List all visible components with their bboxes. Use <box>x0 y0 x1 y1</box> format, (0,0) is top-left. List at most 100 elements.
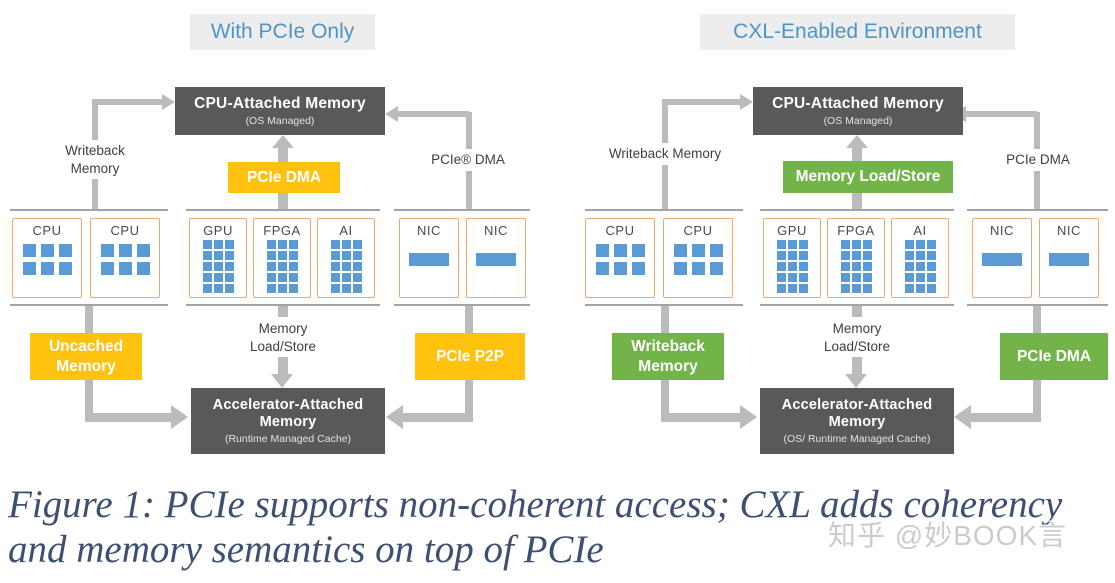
arrow-down-icon <box>271 374 293 388</box>
device-box-ai: AI <box>891 218 949 298</box>
arrow-left-icon <box>385 106 398 122</box>
device-box-fpga: FPGA <box>827 218 885 298</box>
device-label: CPU <box>110 223 140 238</box>
pcie-dma-tag: PCIe DMA <box>1000 333 1108 380</box>
accelerator-memory-title: Accelerator-Attached Memory <box>781 397 933 430</box>
device-label: GPU <box>203 223 233 238</box>
nic-port-icon <box>1049 253 1089 266</box>
device-label: AI <box>913 223 927 238</box>
cxl-diagram-title: CXL-Enabled Environment <box>700 14 1015 50</box>
device-label: AI <box>339 223 353 238</box>
arrow-up-icon <box>272 135 294 148</box>
device-label: GPU <box>777 223 807 238</box>
arrow-left-icon <box>954 405 971 429</box>
bus-rail <box>394 304 530 306</box>
pcie-diagram-title: With PCIe Only <box>190 14 375 50</box>
nic-port-icon <box>982 253 1022 266</box>
flow-stub-loadstore <box>852 306 862 317</box>
writeback-memory-label: Writeback Memory <box>595 143 735 165</box>
arrow-right-icon <box>171 405 188 429</box>
device-box-nic: NIC <box>972 218 1032 298</box>
chip-cores-icon <box>776 240 808 293</box>
device-box-ai: AI <box>317 218 375 298</box>
bus-rail <box>10 209 168 211</box>
device-box-nic: NIC <box>1039 218 1099 298</box>
device-label: NIC <box>484 223 508 238</box>
bus-rail <box>585 304 743 306</box>
bus-rail <box>760 304 954 306</box>
device-box-cpu: CPU <box>90 218 160 298</box>
cpu-attached-memory-box: CPU-Attached Memory (OS Managed) <box>753 87 963 135</box>
arrow-left-icon <box>386 405 403 429</box>
cpu-cores-icon <box>595 244 645 275</box>
flow-line-p2p-elbow <box>403 413 473 422</box>
cpu-attached-memory-subtitle: (OS Managed) <box>245 114 315 127</box>
cpu-cores-icon <box>22 244 72 275</box>
device-label: FPGA <box>263 223 301 238</box>
device-label: NIC <box>1057 223 1081 238</box>
flow-stub-loadstore <box>278 306 288 317</box>
device-box-cpu: CPU <box>585 218 655 298</box>
device-box-nic: NIC <box>399 218 459 298</box>
accelerator-memory-subtitle: (OS/ Runtime Managed Cache) <box>783 432 931 445</box>
arrow-right-icon <box>162 94 175 110</box>
cpu-attached-memory-box: CPU-Attached Memory (OS Managed) <box>175 87 385 135</box>
flow-line-loadstore-down <box>852 356 862 374</box>
watermark: 知乎 @妙BOOK言 <box>828 520 1068 551</box>
device-box-cpu: CPU <box>663 218 733 298</box>
accelerator-memory-box: Accelerator-Attached Memory (Runtime Man… <box>191 388 385 454</box>
figure-caption: Figure 1: PCIe supports non-coherent acc… <box>8 482 1062 572</box>
chip-cores-icon <box>202 240 234 293</box>
flow-line-loadstore-down <box>278 356 288 374</box>
pcie-dma-tag: PCIe DMA <box>228 162 340 193</box>
device-label: CPU <box>605 223 635 238</box>
writeback-memory-tag: Writeback Memory <box>612 333 724 380</box>
flow-line-pciedma-right-elbow <box>966 111 1037 117</box>
device-label: CPU <box>683 223 713 238</box>
arrow-up-icon <box>846 135 868 148</box>
memory-load-store-tag: Memory Load/Store <box>783 161 953 193</box>
bus-rail <box>10 304 168 306</box>
accelerator-memory-box: Accelerator-Attached Memory (OS/ Runtime… <box>760 388 954 454</box>
flow-line-pciedma-elbow <box>971 413 1041 422</box>
pcie-dma-label: PCIe DMA <box>988 149 1088 171</box>
cpu-cores-icon <box>100 244 150 275</box>
bus-rail <box>186 304 380 306</box>
device-box-nic: NIC <box>466 218 526 298</box>
flow-line-writeback-left-elbow <box>92 99 162 105</box>
uncached-memory-tag: Uncached Memory <box>30 333 142 380</box>
pcie-dma-label: PCIe® DMA <box>418 149 518 171</box>
pcie-p2p-tag: PCIe P2P <box>415 333 525 380</box>
cpu-attached-memory-subtitle: (OS Managed) <box>823 114 893 127</box>
device-label: FPGA <box>837 223 875 238</box>
arrow-down-icon <box>845 374 867 388</box>
arrow-right-icon <box>740 405 757 429</box>
cpu-cores-icon <box>673 244 723 275</box>
device-label: NIC <box>990 223 1014 238</box>
device-label: NIC <box>417 223 441 238</box>
chip-cores-icon <box>266 240 298 293</box>
caption-line-2: and memory semantics on top of PCIe <box>8 528 604 571</box>
chip-cores-icon <box>840 240 872 293</box>
device-box-gpu: GPU <box>763 218 821 298</box>
flow-line-writeback-elbow <box>661 413 740 422</box>
bus-rail <box>585 209 743 211</box>
bus-rail <box>967 209 1108 211</box>
nic-port-icon <box>476 253 516 266</box>
nic-port-icon <box>409 253 449 266</box>
accelerator-memory-subtitle: (Runtime Managed Cache) <box>224 432 352 445</box>
accelerator-memory-title: Accelerator-Attached Memory <box>212 397 364 430</box>
bus-rail <box>186 209 380 211</box>
arrow-right-icon <box>740 94 753 110</box>
device-box-fpga: FPGA <box>253 218 311 298</box>
bus-rail <box>394 209 530 211</box>
chip-cores-icon <box>904 240 936 293</box>
memory-load-store-label: Memory Load/Store <box>238 318 328 358</box>
device-box-gpu: GPU <box>189 218 247 298</box>
caption-line-1: Figure 1: PCIe supports non-coherent acc… <box>8 483 1063 526</box>
device-box-cpu: CPU <box>12 218 82 298</box>
flow-line-pciedma-right-elbow <box>398 111 469 117</box>
bus-rail <box>760 209 954 211</box>
device-label: CPU <box>32 223 62 238</box>
